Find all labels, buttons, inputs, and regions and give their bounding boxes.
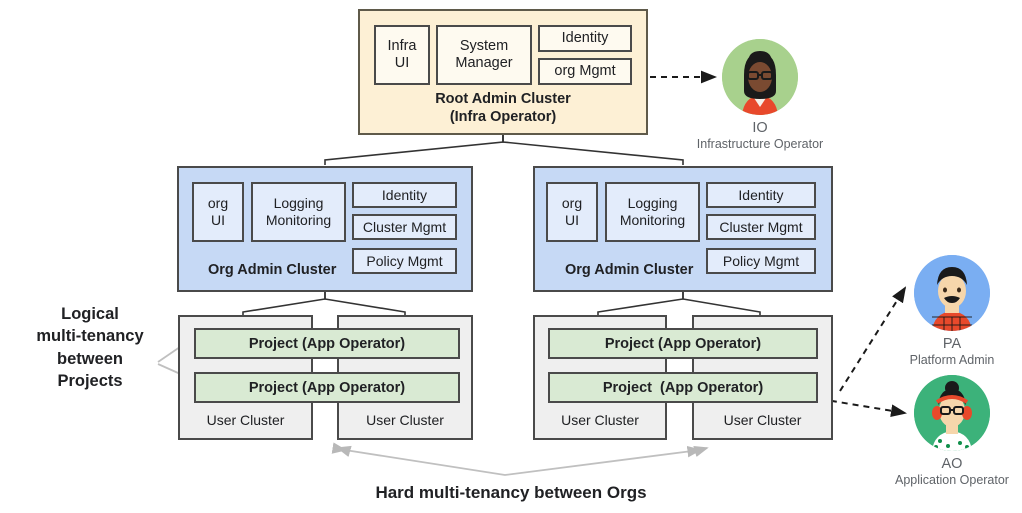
avatar-io	[722, 39, 798, 115]
avatar-pa-face	[914, 255, 990, 331]
avatar-ao	[914, 375, 990, 451]
persona-pa-role: Platform Admin	[909, 353, 995, 368]
org-right-module-cluster-mgmt[interactable]: Cluster Mgmt	[706, 214, 816, 240]
root-module-system-manager[interactable]: System Manager	[436, 25, 532, 85]
persona-io: IO Infrastructure Operator	[690, 39, 830, 153]
org-left-module-cluster-mgmt[interactable]: Cluster Mgmt	[352, 214, 457, 240]
org-admin-cluster-right-title: Org Admin Cluster	[565, 262, 694, 278]
org-admin-cluster-left-title: Org Admin Cluster	[208, 262, 337, 278]
project-right-1[interactable]: Project (App Operator)	[548, 328, 818, 359]
org-right-module-identity[interactable]: Identity	[706, 182, 816, 208]
persona-io-initials: IO	[752, 120, 768, 136]
org-left-module-org-ui[interactable]: org UI	[192, 182, 244, 242]
logical-multitenancy-caption: Logical multi-tenancy between Projects	[36, 305, 144, 390]
org-left-module-policy-mgmt[interactable]: Policy Mgmt	[352, 248, 457, 274]
root-module-infra-ui[interactable]: Infra UI	[374, 25, 430, 85]
root-admin-cluster-title: Root Admin Cluster (Infra Operator)	[435, 91, 571, 126]
persona-io-role: Infrastructure Operator	[696, 137, 824, 152]
root-module-identity[interactable]: Identity	[538, 25, 632, 52]
root-module-org-mgmt[interactable]: org Mgmt	[538, 58, 632, 85]
user-cluster-right-1-label: User Cluster	[561, 412, 639, 428]
project-left-2[interactable]: Project (App Operator)	[194, 372, 460, 403]
org-right-module-logging-monitoring[interactable]: Logging Monitoring	[605, 182, 700, 242]
avatar-pa	[914, 255, 990, 331]
user-cluster-right-2-label: User Cluster	[723, 412, 802, 428]
org-left-module-identity[interactable]: Identity	[352, 182, 457, 208]
avatar-io-face	[722, 39, 798, 115]
org-right-module-org-ui[interactable]: org UI	[546, 182, 598, 242]
hard-multitenancy-caption: Hard multi-tenancy between Orgs	[375, 483, 647, 502]
org-right-module-policy-mgmt[interactable]: Policy Mgmt	[706, 248, 816, 274]
persona-ao-initials: AO	[941, 456, 963, 472]
project-left-1[interactable]: Project (App Operator)	[194, 328, 460, 359]
org-left-module-logging-monitoring[interactable]: Logging Monitoring	[251, 182, 346, 242]
project-right-2[interactable]: Project (App Operator)	[548, 372, 818, 403]
persona-pa-initials: PA	[942, 336, 962, 352]
user-cluster-left-2-label: User Cluster	[366, 412, 444, 428]
user-cluster-left-1-label: User Cluster	[206, 412, 285, 428]
persona-ao: AO Application Operator	[882, 375, 1022, 489]
avatar-ao-face	[914, 375, 990, 451]
persona-pa: PA Platform Admin	[882, 255, 1022, 369]
persona-ao-role: Application Operator	[895, 473, 1009, 488]
